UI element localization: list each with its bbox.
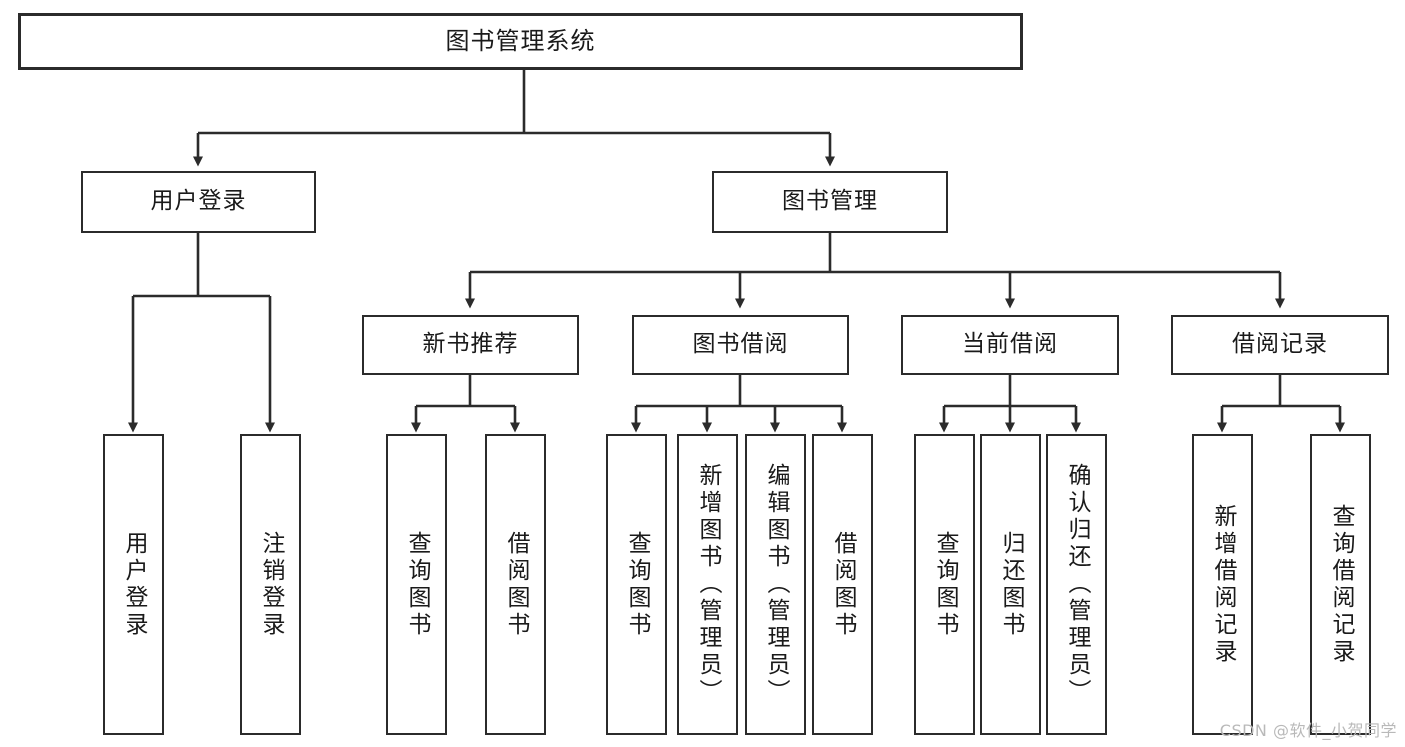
node-leaf-borrow-book-1[interactable]: 借阅图书 (485, 434, 546, 735)
node-leaf-borrow-book-2-label: 借阅图书 (830, 530, 856, 639)
node-current-borrow-label: 当前借阅 (962, 331, 1058, 358)
node-leaf-return-book-label: 归还图书 (998, 530, 1024, 639)
node-book-borrow-label: 图书借阅 (692, 331, 789, 358)
node-leaf-edit-book[interactable]: 编辑图书（管理员） (745, 434, 806, 735)
node-leaf-query-book-1-label: 查询图书 (404, 530, 430, 639)
node-user-login[interactable]: 用户登录 (81, 171, 316, 233)
node-leaf-query-record[interactable]: 查询借阅记录 (1310, 434, 1371, 735)
csdn-watermark: CSDN @软件_小贺同学 (1219, 721, 1397, 740)
node-book-management[interactable]: 图书管理 (712, 171, 948, 233)
node-leaf-confirm-return[interactable]: 确认归还（管理员） (1046, 434, 1107, 735)
node-leaf-user-login-label: 用户登录 (121, 530, 147, 639)
node-leaf-return-book[interactable]: 归还图书 (980, 434, 1041, 735)
node-leaf-add-book-label: 新增图书（管理员） (695, 463, 721, 706)
node-user-login-label: 用户登录 (150, 188, 247, 215)
node-leaf-edit-book-label: 编辑图书（管理员） (763, 463, 789, 706)
node-leaf-query-book-1[interactable]: 查询图书 (386, 434, 447, 735)
node-leaf-query-book-2[interactable]: 查询图书 (606, 434, 667, 735)
node-leaf-logout-login-label: 注销登录 (258, 530, 284, 639)
node-leaf-query-record-label: 查询借阅记录 (1328, 503, 1354, 666)
node-leaf-query-book-2-label: 查询图书 (624, 530, 650, 639)
node-leaf-add-book[interactable]: 新增图书（管理员） (677, 434, 738, 735)
node-book-borrow[interactable]: 图书借阅 (632, 315, 849, 375)
node-leaf-confirm-return-label: 确认归还（管理员） (1064, 463, 1090, 706)
node-borrow-record[interactable]: 借阅记录 (1171, 315, 1389, 375)
node-root[interactable]: 图书管理系统 (18, 13, 1023, 70)
node-leaf-add-record[interactable]: 新增借阅记录 (1192, 434, 1253, 735)
node-leaf-borrow-book-1-label: 借阅图书 (503, 530, 529, 639)
node-leaf-add-record-label: 新增借阅记录 (1210, 503, 1236, 666)
node-root-label: 图书管理系统 (445, 27, 596, 56)
node-leaf-borrow-book-2[interactable]: 借阅图书 (812, 434, 873, 735)
node-leaf-user-login[interactable]: 用户登录 (103, 434, 164, 735)
node-leaf-query-book-3-label: 查询图书 (932, 530, 958, 639)
node-leaf-query-book-3[interactable]: 查询图书 (914, 434, 975, 735)
node-book-management-label: 图书管理 (782, 188, 878, 215)
node-leaf-logout-login[interactable]: 注销登录 (240, 434, 301, 735)
node-borrow-record-label: 借阅记录 (1232, 331, 1328, 358)
node-new-book-recommend-label: 新书推荐 (422, 331, 519, 358)
node-current-borrow[interactable]: 当前借阅 (901, 315, 1119, 375)
node-new-book-recommend[interactable]: 新书推荐 (362, 315, 579, 375)
